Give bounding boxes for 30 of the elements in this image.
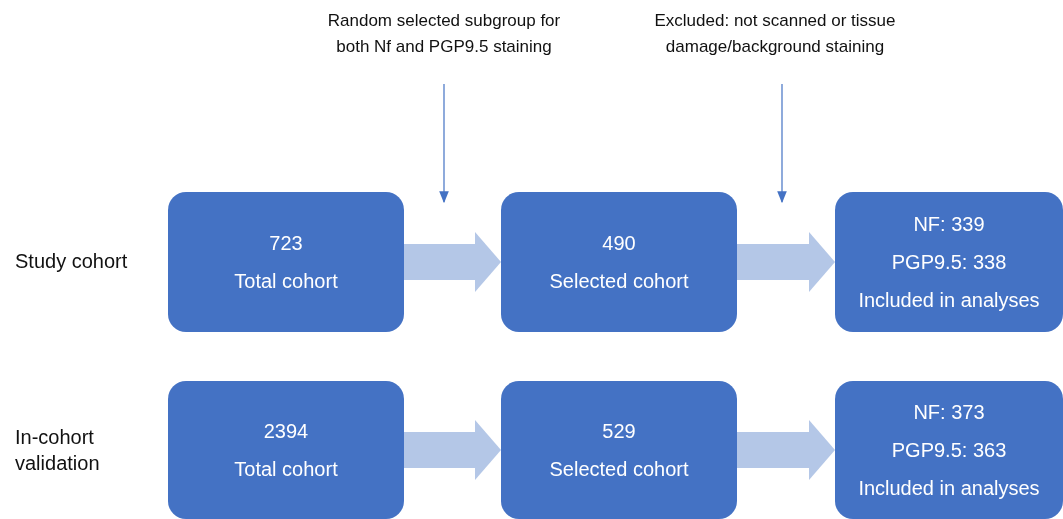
block-arrow	[404, 232, 501, 292]
annotation-text: Excluded: not scanned or tissue damage/background staining	[653, 10, 897, 58]
box-text: 490	[602, 231, 636, 256]
box-text: Included in analyses	[858, 288, 1040, 313]
row-label: In-cohort validation	[15, 425, 101, 476]
process-box	[501, 381, 737, 519]
box-text: NF: 373	[913, 400, 985, 425]
box-text: Selected cohort	[549, 269, 689, 294]
box-text: PGP9.5: 338	[891, 250, 1007, 275]
row-label: Study cohort	[15, 249, 128, 274]
box-text: 529	[602, 419, 636, 444]
process-box	[168, 381, 404, 519]
arrow	[777, 83, 787, 204]
process-box	[168, 192, 404, 332]
box-text: 2394	[263, 419, 309, 444]
box-text: 723	[269, 231, 303, 256]
arrow	[439, 83, 449, 204]
block-arrow	[404, 420, 501, 480]
box-text: Total cohort	[234, 457, 338, 482]
box-text: Total cohort	[234, 269, 338, 294]
box-text: NF: 339	[913, 212, 985, 237]
box-text: Included in analyses	[858, 476, 1040, 501]
block-arrow	[737, 420, 835, 480]
process-box	[501, 192, 737, 332]
process-box	[835, 192, 1063, 332]
box-text: PGP9.5: 363	[891, 438, 1007, 463]
box-text: Selected cohort	[549, 457, 689, 482]
annotation-text: Random selected subgroup for both Nf and PGP9.5 staining	[326, 10, 562, 58]
block-arrow	[737, 232, 835, 292]
process-box	[835, 381, 1063, 519]
